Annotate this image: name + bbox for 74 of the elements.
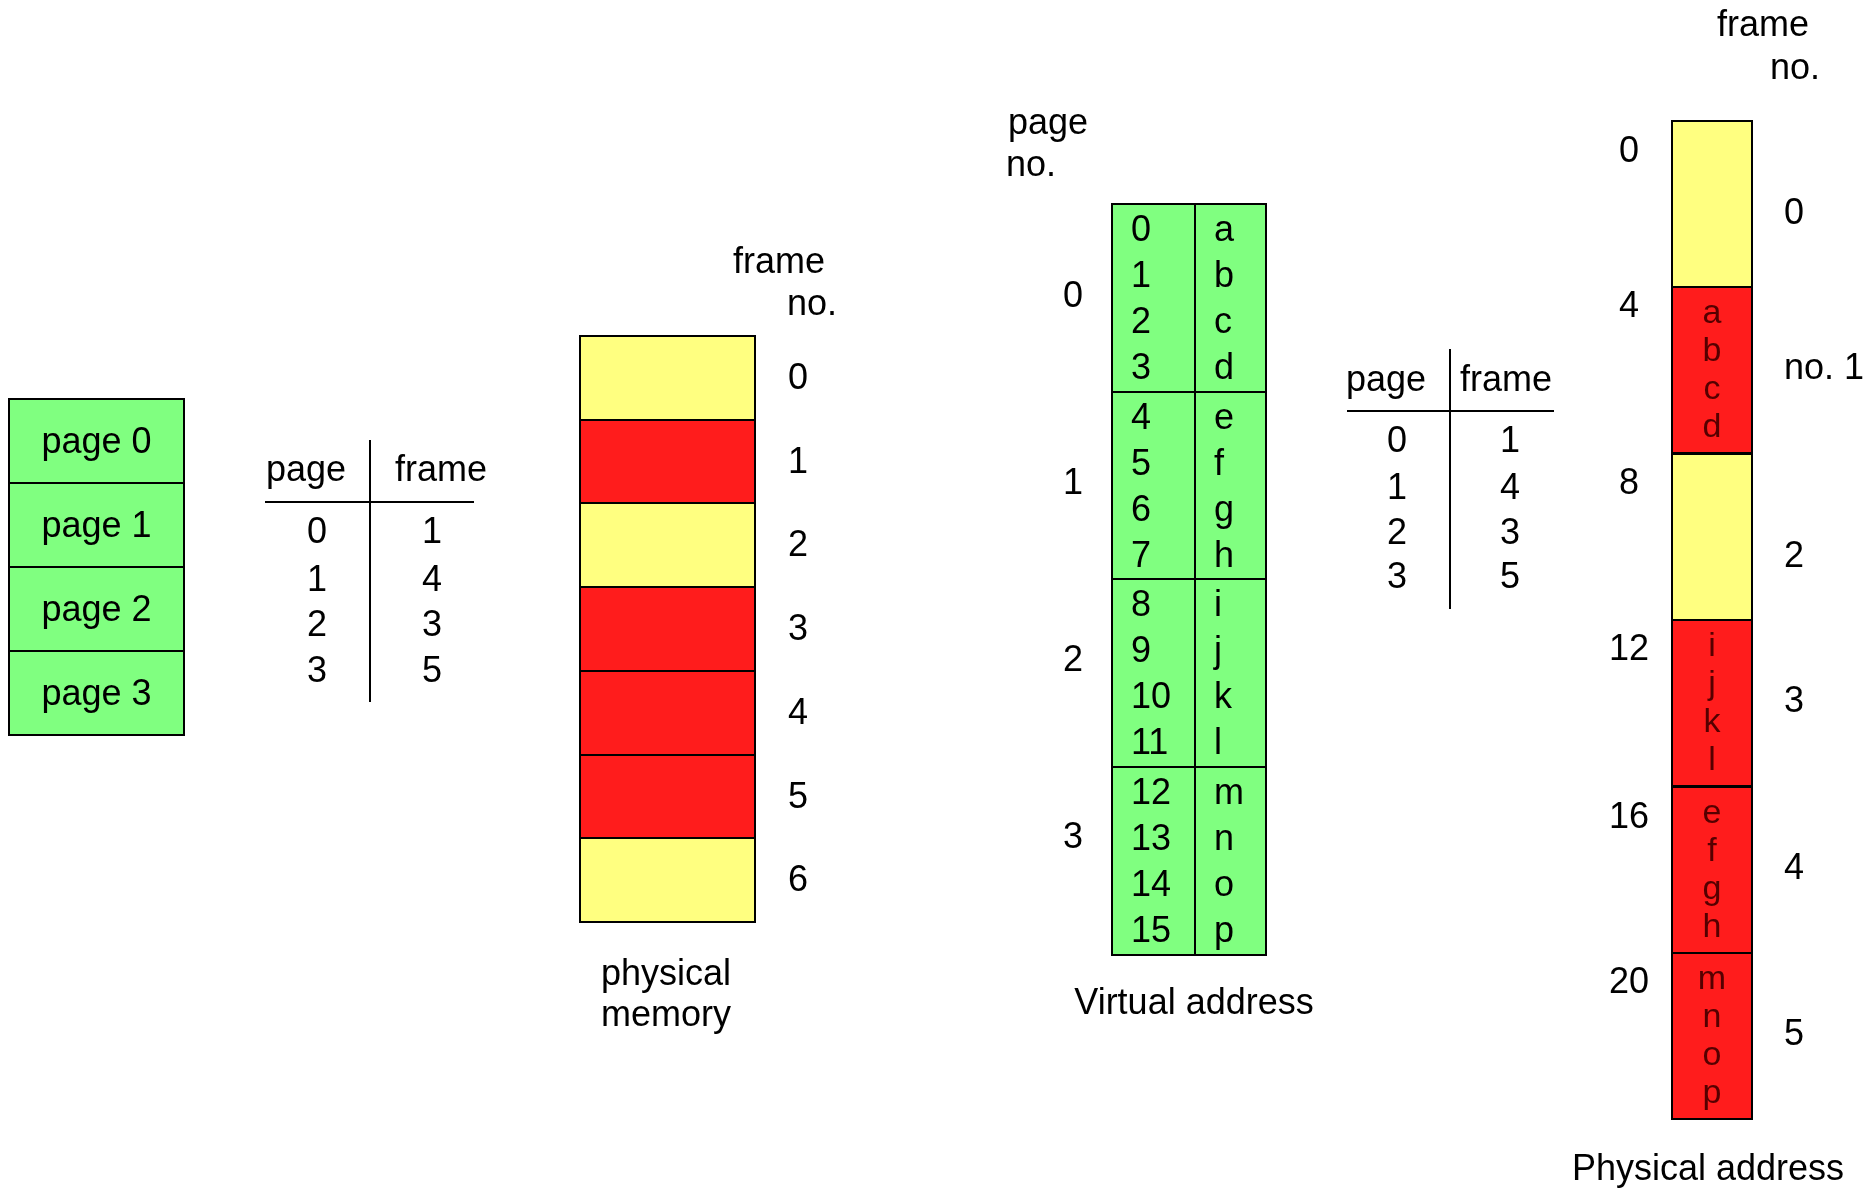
page-box: page 0	[8, 398, 185, 484]
address-number: 16	[1609, 795, 1649, 837]
axis-heading: no.	[1770, 46, 1820, 88]
column-header: frame	[1460, 358, 1552, 400]
page-number: 0	[1063, 274, 1083, 316]
address-number: 12	[1609, 627, 1649, 669]
frame-number: 1	[788, 440, 808, 482]
memory-frame	[579, 418, 756, 505]
column-header: frame	[395, 448, 487, 490]
address-number: 0	[1619, 129, 1639, 171]
memory-frame: m n o p	[1671, 952, 1753, 1120]
table-cell: 0	[307, 510, 327, 552]
frame-number: 2	[788, 523, 808, 565]
memory-frame: e f g h	[1671, 785, 1753, 954]
page-number: 3	[1063, 815, 1083, 857]
table-cell: 1	[1500, 419, 1520, 461]
table-cell: 3	[307, 649, 327, 691]
offset-cell: 4 5 6 7	[1111, 390, 1196, 581]
page-box: page 3	[8, 650, 185, 736]
table-cell: 3	[1500, 511, 1520, 553]
memory-frame	[579, 586, 756, 673]
memory-frame: a b c d	[1671, 286, 1753, 455]
table-cell: 0	[1387, 419, 1407, 461]
page-box: page 2	[8, 566, 185, 652]
table-cell: 2	[307, 603, 327, 645]
address-number: 8	[1619, 461, 1639, 503]
axis-heading: no.	[787, 282, 837, 324]
axis-heading: frame	[733, 240, 825, 282]
table-cell: 3	[422, 603, 442, 645]
memory-frame	[579, 669, 756, 756]
frame-number: 0	[788, 356, 808, 398]
frame-number: no. 1	[1783, 346, 1865, 388]
page-box: page 1	[8, 482, 185, 568]
content-cell: m n o p	[1194, 765, 1267, 956]
frame-number: 6	[788, 858, 808, 900]
memory-frame	[1671, 120, 1753, 288]
column-header: page	[265, 448, 347, 490]
address-number: 4	[1619, 284, 1639, 326]
table-cell: 5	[1500, 555, 1520, 597]
frame-number: 5	[1784, 1012, 1804, 1054]
frame-number: 2	[1784, 534, 1804, 576]
address-number: 20	[1609, 960, 1649, 1002]
memory-frame	[579, 837, 756, 924]
table-cell: 1	[1387, 466, 1407, 508]
axis-heading: frame	[1717, 3, 1809, 45]
page-number: 1	[1063, 461, 1083, 503]
offset-cell: 0 1 2 3	[1111, 203, 1196, 393]
memory-frame	[579, 335, 756, 421]
frame-number: 4	[1784, 846, 1804, 888]
frame-number: 4	[788, 691, 808, 733]
memory-frame: i j k l	[1671, 619, 1753, 788]
table-cell: 1	[422, 510, 442, 552]
caption: Physical address	[1571, 1147, 1845, 1189]
table-cell: 2	[1387, 511, 1407, 553]
table-cell: 3	[1387, 555, 1407, 597]
offset-cell: 8 9 10 11	[1111, 578, 1196, 768]
frame-number: 3	[788, 607, 808, 649]
caption: physical memory	[599, 951, 733, 1035]
caption: Virtual address	[1074, 981, 1314, 1023]
axis-heading: no.	[1006, 143, 1056, 185]
frame-number: 0	[1784, 191, 1804, 233]
memory-frame	[579, 502, 756, 589]
page-number: 2	[1063, 638, 1083, 680]
table-cell: 1	[307, 558, 327, 600]
table-cell: 5	[422, 649, 442, 691]
frame-number: 5	[788, 775, 808, 817]
frame-number: 3	[1784, 679, 1804, 721]
axis-heading: page	[1007, 101, 1089, 143]
memory-frame	[1671, 452, 1753, 621]
memory-frame	[579, 753, 756, 840]
table-cell: 4	[422, 558, 442, 600]
table-cell: 4	[1500, 466, 1520, 508]
column-header: page	[1345, 358, 1427, 400]
offset-cell: 12 13 14 15	[1111, 765, 1196, 956]
